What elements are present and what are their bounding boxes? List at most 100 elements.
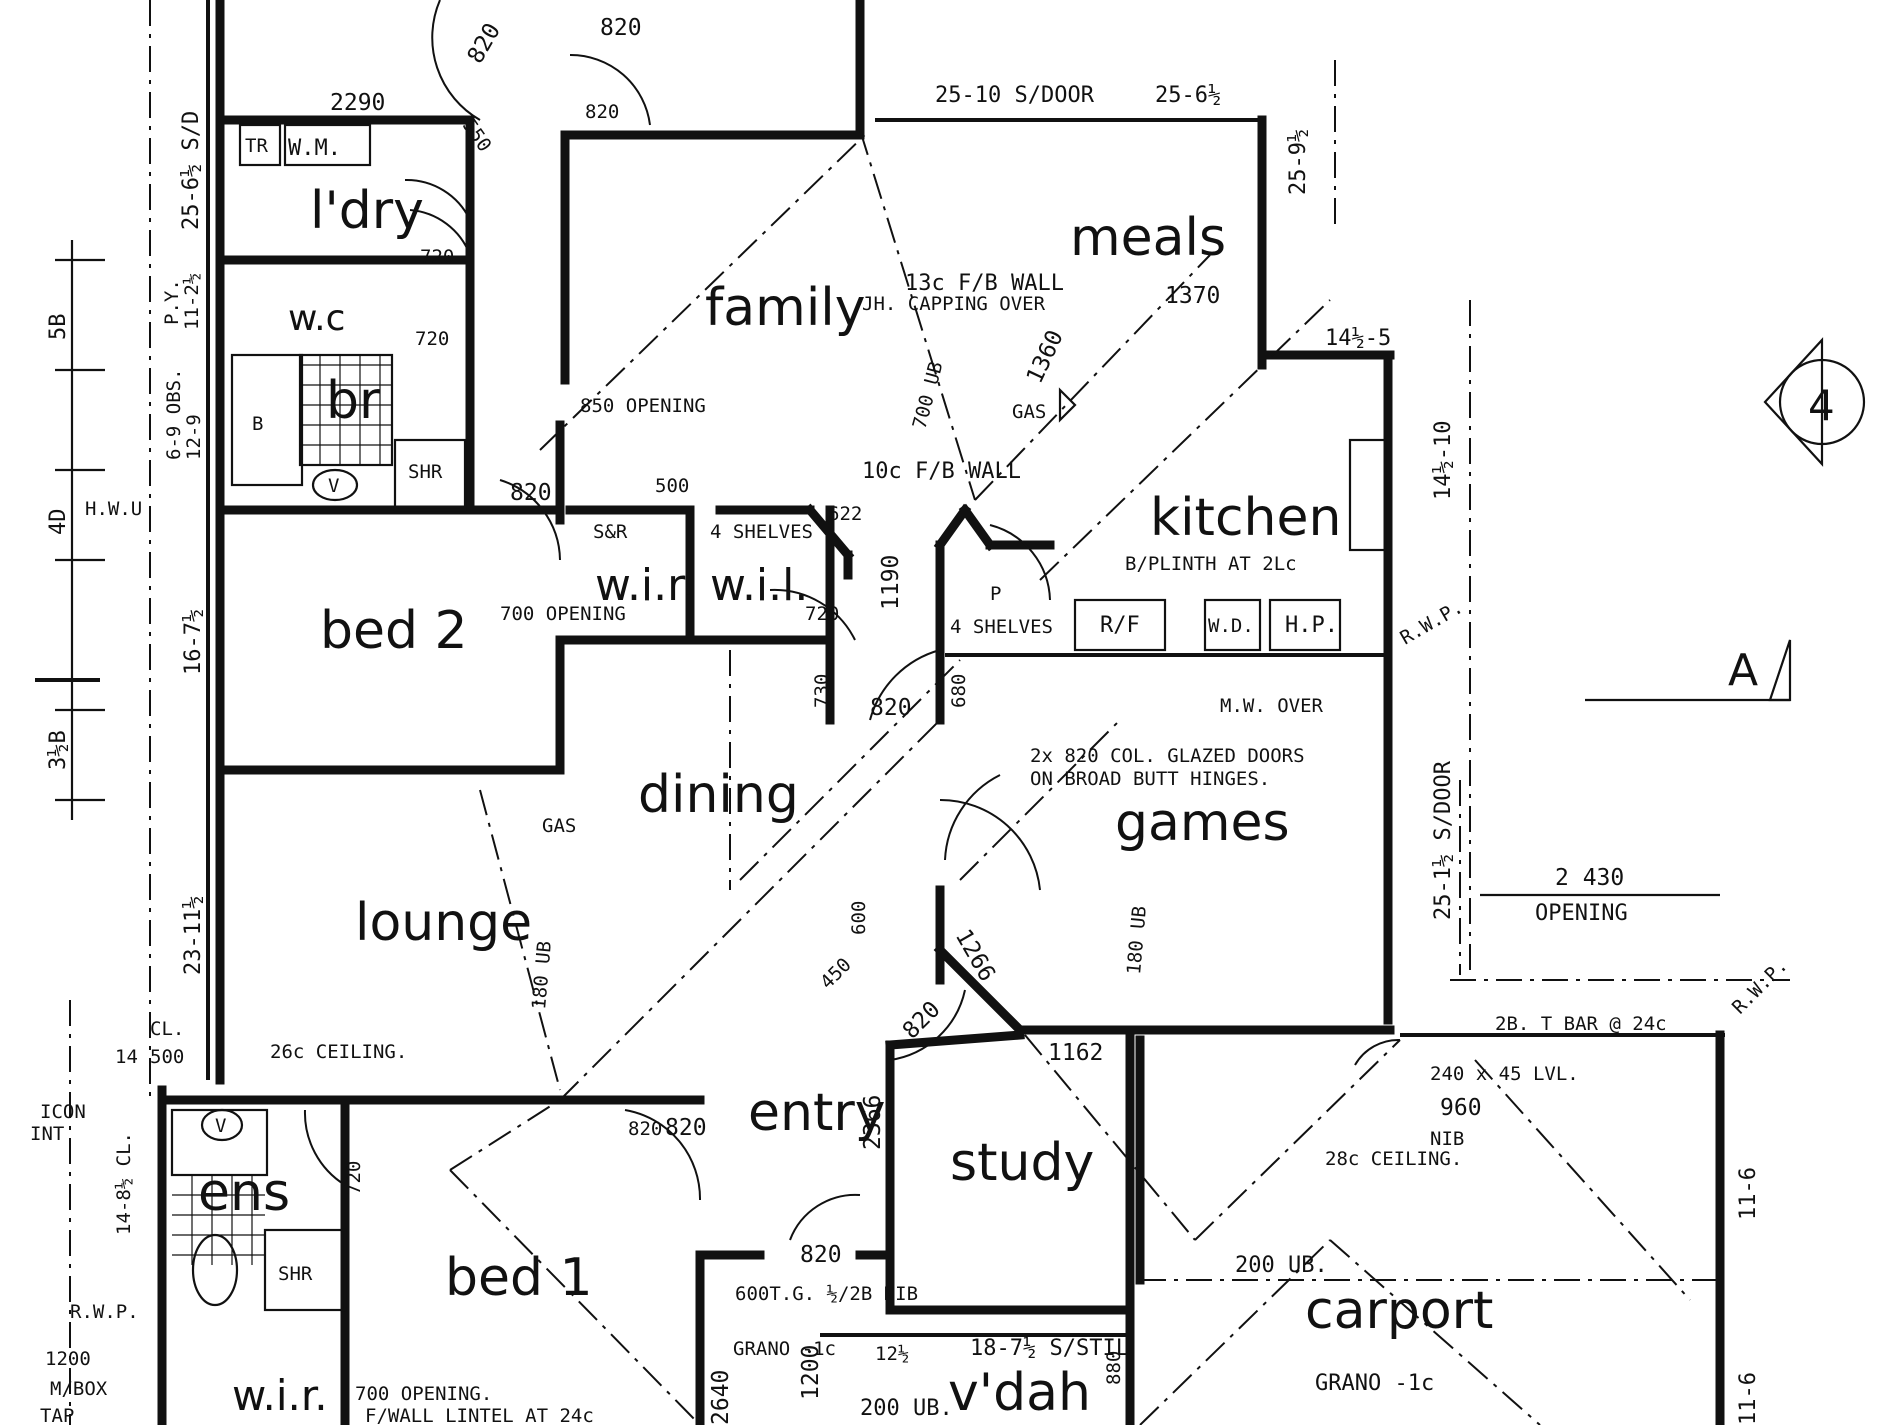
room-label-family: family	[705, 278, 866, 338]
fixture-label-fridge: R/F	[1100, 613, 1140, 638]
dim-14: 14	[115, 1046, 138, 1068]
tile-grid-ensuite	[172, 1175, 265, 1265]
note-lvl: 240 x 45 LVL.	[1430, 1063, 1579, 1085]
note-opening-700-bed1: 700 OPENING.	[355, 1383, 492, 1405]
note-mw-over: M.W. OVER	[1220, 695, 1324, 717]
room-label-wc: w.c	[288, 298, 345, 339]
dim-18-7: 18-7½ S/STIL	[970, 1336, 1129, 1361]
room-label-study: study	[950, 1133, 1094, 1193]
dim-2640: 2640	[708, 1370, 734, 1425]
note-sliding-door-games: 25-1½ S/DOOR	[1431, 760, 1456, 920]
dim-14-8: 14-8½ CL.	[113, 1132, 135, 1235]
dim-14-half: 14½-5	[1325, 326, 1391, 351]
door-swings	[303, 0, 1401, 1241]
note-mbox: M/BOX	[50, 1378, 108, 1400]
dim-820-kit: 820	[870, 695, 912, 721]
dim-880: 880	[1103, 1351, 1125, 1385]
ceiling-lines	[69, 0, 1790, 1425]
left-dimension-ticks	[35, 240, 105, 820]
dim-720-d: 720	[343, 1161, 365, 1195]
room-label-vdah: v'dah	[948, 1363, 1091, 1423]
note-glazed-doors-2: ON BROAD BUTT HINGES.	[1030, 768, 1270, 790]
note-fwall-lintel: F/WALL LINTEL AT 24c	[365, 1405, 594, 1425]
dim-820-top3: 820	[628, 1118, 662, 1140]
note-opening-700: 700 OPENING	[500, 603, 626, 625]
dim-5b: 5B	[46, 314, 71, 341]
fixture-label-trough: TR	[245, 135, 268, 157]
room-label-wir-lower: w.i.r.	[232, 1371, 328, 1420]
dim-600: 600	[848, 901, 870, 935]
fixture-label-hwu: H.W.U	[85, 498, 142, 520]
dim-3-half: 3½B	[46, 730, 71, 770]
fixture-label-gas-kitchen: GAS	[1012, 401, 1046, 423]
dim-960: 960	[1440, 1095, 1482, 1121]
fixture-label-dishwasher: W.D.	[1208, 615, 1254, 637]
dim-720-c: 720	[805, 603, 839, 625]
room-label-dining: dining	[638, 765, 799, 825]
fixture-label-shower-ens: SHR	[278, 1263, 313, 1285]
note-wall-13c: 13c F/B WALL	[905, 271, 1064, 296]
note-nib: NIB	[1430, 1128, 1464, 1150]
room-label-ensuite: ens	[198, 1163, 290, 1223]
dim-1370: 1370	[1165, 283, 1220, 309]
note-grano-carport: GRANO -1c	[1315, 1371, 1434, 1396]
dim-622: 622	[828, 503, 862, 525]
dim-820-entry: 820	[665, 1115, 707, 1141]
room-label-lounge: lounge	[355, 893, 532, 953]
dim-23-11: 23-11½	[181, 896, 206, 975]
note-ub-180-games: 180 UB	[1123, 905, 1151, 975]
dim-2290: 2290	[330, 90, 385, 116]
note-sliding-door-meals: 25-10 S/DOOR	[935, 83, 1095, 108]
note-shelves-pantry: 4 SHELVES	[950, 616, 1053, 638]
room-label-games: games	[1115, 793, 1290, 853]
dim-6-9: 6-9 OBS.	[163, 368, 185, 460]
note-rwp-ens: R.W.P.	[70, 1301, 139, 1323]
dim-1200-ens: 1200	[45, 1348, 91, 1370]
room-label-wil: w.i.l.	[710, 560, 808, 611]
note-wall-10c: 10c F/B WALL	[862, 459, 1021, 484]
fixture-outlines	[170, 123, 1387, 1312]
dim-820-bed2: 820	[510, 480, 552, 506]
note-ceiling-26: 26c CEILING.	[270, 1041, 407, 1063]
dim-680: 680	[948, 674, 970, 708]
note-grano: GRANO -1c	[733, 1338, 836, 1360]
fixture-label-hotplate: H.P.	[1285, 613, 1338, 638]
opening-label: OPENING	[1535, 901, 1628, 926]
note-ub-200-carport: 200 UB.	[1235, 1253, 1328, 1278]
dim-4d: 4D	[46, 509, 71, 536]
dim-1200: 1200	[798, 1345, 824, 1400]
note-py: P.Y.	[161, 279, 183, 325]
fixture-label-washing-machine: W.M.	[288, 136, 341, 161]
note-shelves-sr: S&R	[593, 521, 628, 543]
fixture-label-bath: B	[252, 413, 263, 435]
room-label-bed2: bed 2	[320, 601, 468, 661]
dim-720-b: 720	[415, 328, 449, 350]
opening-2430: 2 430	[1555, 865, 1624, 891]
dim-730: 730	[811, 674, 833, 708]
fixture-label-shower: SHR	[408, 461, 443, 483]
dim-450: 450	[816, 954, 856, 994]
note-ub-180-lounge: 180 UB	[528, 940, 556, 1010]
fixture-label-vanity-ens: V	[215, 1115, 226, 1137]
note-icon: ICON	[40, 1101, 86, 1123]
dim-12-9: 12-9	[183, 414, 205, 460]
note-dim-25-9: 25-9½	[1286, 129, 1311, 195]
room-label-bathroom: br	[326, 371, 381, 431]
dim-1266: 1266	[950, 925, 1000, 986]
dim-11-6: 11-6	[1736, 1167, 1761, 1220]
note-capping: JH. CAPPING OVER	[862, 293, 1046, 315]
dim-11-2: 11-2½	[181, 273, 203, 330]
dim-1190: 1190	[878, 555, 904, 610]
note-tap: TAP	[40, 1405, 74, 1425]
tile-grid-bathroom	[300, 355, 392, 465]
dim-12-half: 12½	[875, 1343, 909, 1365]
note-glazed-doors-1: 2x 820 COL. GLAZED DOORS	[1030, 745, 1305, 767]
dim-14-half-10: 14½-10	[1431, 421, 1456, 500]
dim-820-lower: 820	[600, 15, 642, 41]
room-label-bed1: bed 1	[445, 1248, 593, 1308]
dim-25-6-sd: 25-6½ S/D	[179, 111, 204, 230]
note-bootg: 600T.G. ½/2B NIB	[735, 1283, 918, 1305]
room-label-wir-upper: w.i.r.	[595, 560, 695, 611]
section-a-label: A	[1728, 645, 1758, 696]
